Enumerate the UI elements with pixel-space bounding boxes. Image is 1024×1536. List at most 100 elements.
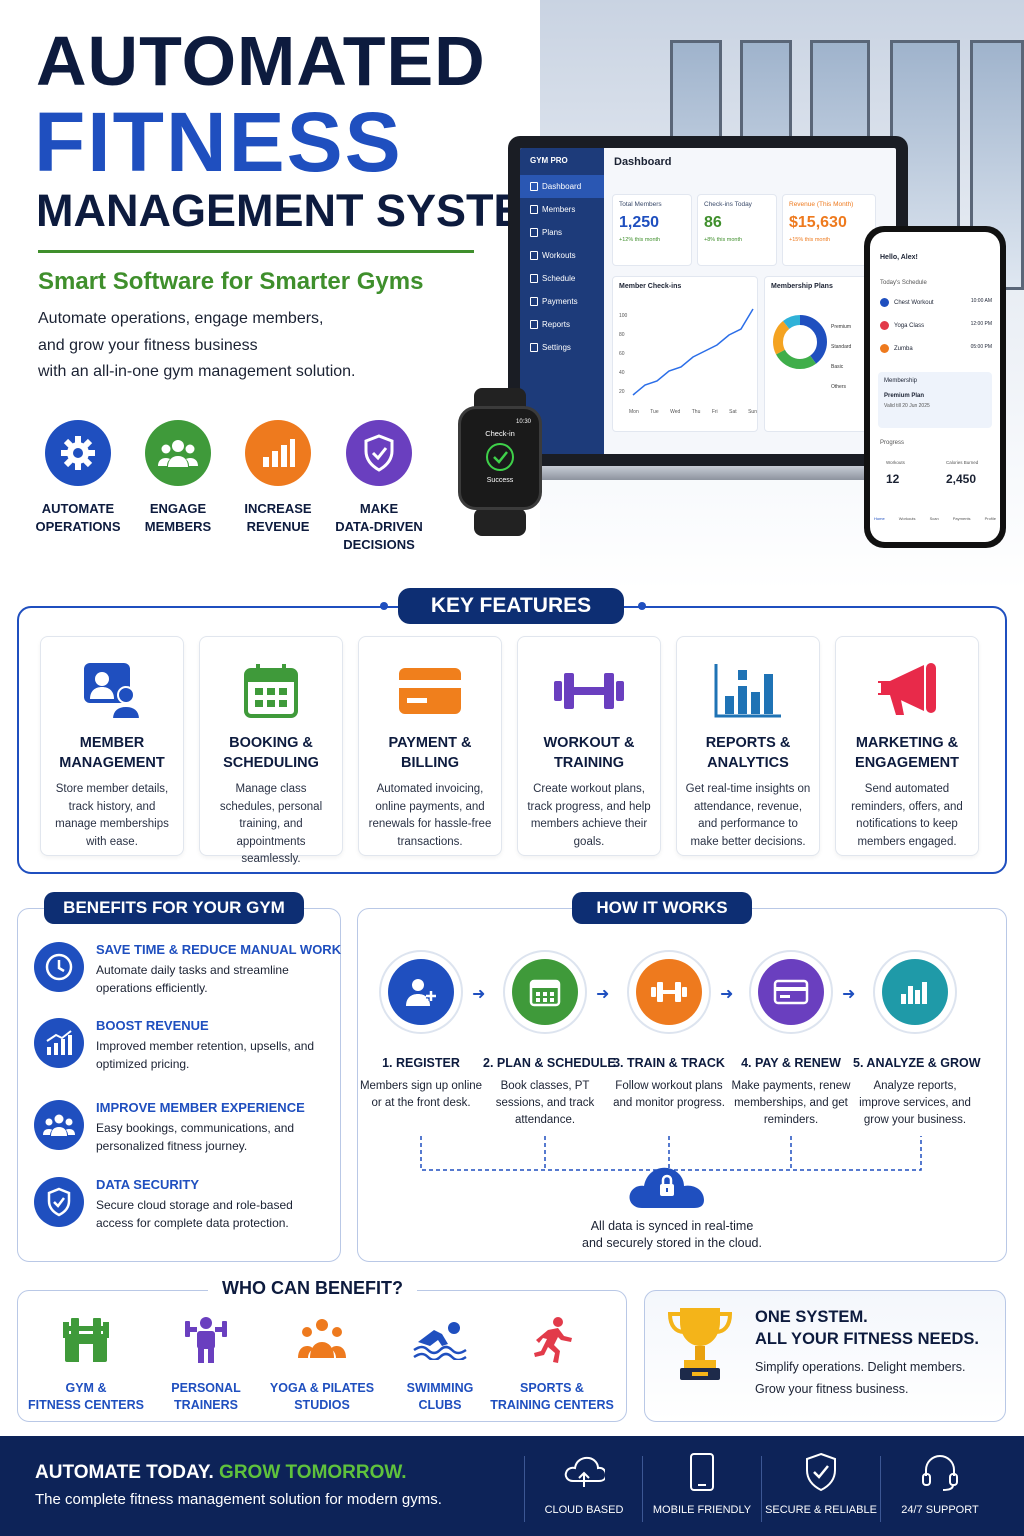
hero-title-line3: MANAGEMENT SYSTEM — [36, 185, 562, 236]
sidebar-item-plans[interactable]: Plans — [520, 221, 604, 244]
sidebar-item-payments[interactable]: Payments — [520, 290, 604, 313]
kpi-delta: +8% this month — [704, 237, 743, 243]
step-title: 3. TRAIN & TRACK — [613, 1056, 725, 1070]
plans-title: Membership Plans — [771, 283, 833, 290]
dance-icon — [880, 344, 889, 353]
tab-scan[interactable]: Scan — [929, 516, 939, 521]
footer-secure-reliable: SECURE & RELIABLE — [762, 1450, 880, 1516]
schedule-name: Yoga Class — [894, 323, 925, 330]
dashboard-sidebar: GYM PRO Dashboard Members Plans Workouts… — [520, 148, 604, 454]
kpi-revenue: Revenue (This Month) $15,630 +15% this m… — [782, 194, 876, 266]
legend-item: Premium — [831, 324, 852, 330]
one-system-desc-line: Grow your fitness business. — [755, 1382, 909, 1396]
progress-title: Progress — [880, 440, 905, 446]
step-title: 5. ANALYZE & GROW — [853, 1056, 981, 1070]
x-tick: Sat — [729, 409, 737, 415]
kpi-label: Total Members — [619, 201, 662, 208]
legend-item: Standard — [831, 344, 852, 350]
step-analyze-grow: 5. ANALYZE & GROW Analyze reports, impro… — [853, 950, 981, 1129]
benefit-title: BOOST REVENUE — [96, 1018, 209, 1033]
one-system-title: ONE SYSTEM. ALL YOUR FITNESS NEEDS. — [755, 1306, 979, 1350]
analytics-icon — [677, 651, 819, 731]
schedule-time: 12:00 PM — [970, 321, 992, 327]
workouts-value: 12 — [886, 472, 900, 486]
description-line: Automate operations, engage members, — [38, 310, 324, 327]
sidebar-item-schedule[interactable]: Schedule — [520, 267, 604, 290]
y-tick: 20 — [619, 389, 625, 395]
step-desc: Analyze reports, improve services, and g… — [859, 1080, 971, 1126]
calories-label: Calories Burned — [946, 460, 979, 465]
plans-legend: Premium Standard Basic Others — [831, 317, 851, 397]
goal-label: DATA-DRIVEN — [335, 519, 423, 534]
footer-divider — [524, 1456, 525, 1522]
sidebar-item-members[interactable]: Members — [520, 198, 604, 221]
mobile-icon — [643, 1450, 761, 1494]
feature-desc: Send automated reminders, offers, and no… — [851, 783, 963, 848]
tab-profile[interactable]: Profile — [984, 516, 996, 521]
sidebar-item-workouts[interactable]: Workouts — [520, 244, 604, 267]
yoga-icon — [880, 321, 889, 330]
tab-home[interactable]: Home — [874, 516, 885, 521]
bar-chart-icon — [882, 959, 948, 1025]
y-tick: 40 — [619, 370, 625, 376]
schedule-name: Chest Workout — [894, 300, 934, 307]
membership-card[interactable]: Membership Premium Plan Valid till 20 Ju… — [878, 372, 992, 428]
step-desc: Make payments, renew memberships, and ge… — [731, 1080, 851, 1126]
trophy-icon — [666, 1304, 734, 1389]
description-line: and grow your fitness business — [38, 336, 258, 354]
trainer-icon — [144, 1314, 268, 1366]
schedule-item[interactable]: Yoga Class 12:00 PM — [880, 321, 992, 344]
phone-tabbar: Home Workouts Scan Payments Profile — [874, 516, 996, 521]
group-icon — [145, 420, 211, 486]
x-tick: Wed — [670, 409, 681, 415]
benefit-title: DATA SECURITY — [96, 1177, 200, 1192]
member-icon — [41, 651, 183, 731]
hero-title-line2: FITNESS — [34, 95, 403, 189]
phone-greeting: Hello, Alex! — [880, 254, 918, 261]
tagline-part: GROW TOMORROW. — [219, 1462, 407, 1483]
gear-icon — [45, 420, 111, 486]
credit-card-icon — [359, 651, 501, 731]
arrow-right-icon: ➜ — [472, 986, 486, 1003]
legend-item: Basic — [831, 364, 844, 370]
step-desc: Members sign up online or at the front d… — [359, 1080, 483, 1109]
feature-desc: Store member details, track history, and… — [55, 783, 169, 848]
headset-icon — [881, 1450, 999, 1494]
people-icon — [34, 1100, 84, 1150]
tab-workouts[interactable]: Workouts — [898, 516, 916, 521]
kpi-value: $15,630 — [789, 214, 847, 231]
hero-description: Automate operations, engage members, and… — [38, 306, 458, 386]
benefit-desc: Improved member retention, upsells, and … — [96, 1039, 315, 1071]
title-divider — [38, 250, 474, 253]
feature-card-workout: WORKOUT &TRAINING Create workout plans, … — [517, 636, 661, 856]
audience-label: TRAINING CENTERS — [490, 1398, 614, 1412]
key-features-heading: KEY FEATURES — [398, 588, 624, 624]
step-plan-schedule: 2. PLAN & SCHEDULE Book classes, PT sess… — [483, 950, 616, 1129]
step-pay-renew: 4. PAY & RENEW Make payments, renew memb… — [729, 950, 853, 1129]
audience-label: YOGA & PILATES — [269, 1381, 375, 1395]
secure-shield-icon — [762, 1450, 880, 1494]
kpi-value: 1,250 — [619, 214, 660, 231]
footer-divider — [761, 1456, 762, 1522]
one-system-desc: Simplify operations. Delight members. Gr… — [755, 1356, 966, 1400]
sidebar-item-reports[interactable]: Reports — [520, 313, 604, 336]
sidebar-item-dashboard[interactable]: Dashboard — [520, 175, 604, 198]
one-system-line: ONE SYSTEM. — [755, 1308, 868, 1326]
audience-label: SPORTS & — [520, 1381, 584, 1395]
tab-payments[interactable]: Payments — [952, 516, 971, 521]
shield-icon — [34, 1177, 84, 1227]
swimmer-icon — [378, 1314, 502, 1366]
sidebar-item-settings[interactable]: Settings — [520, 336, 604, 359]
step-desc: Follow workout plans and monitor progres… — [613, 1080, 725, 1109]
watch-strap — [474, 508, 526, 536]
audience-label: FITNESS CENTERS — [28, 1398, 144, 1412]
y-tick: 80 — [619, 332, 625, 338]
calendar-icon — [200, 651, 342, 731]
plans-donut-chart — [773, 315, 827, 369]
